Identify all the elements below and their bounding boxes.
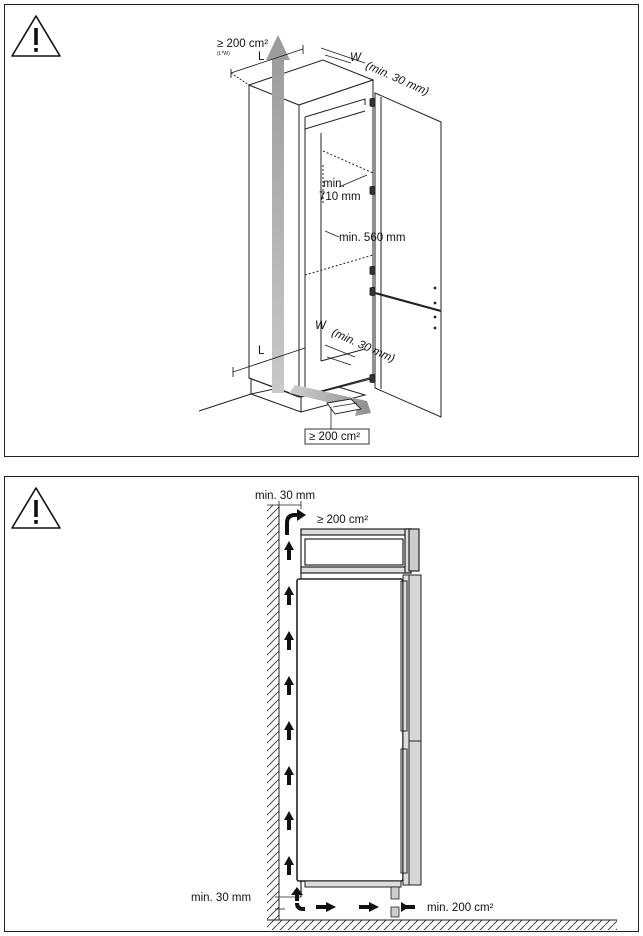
ventilation-bottom-label: ≥ 200 cm² [309,431,360,443]
gap-top-label: min. 30 mm [255,490,315,502]
warning-triangle-icon [11,15,61,57]
vent-bottom-label: min. 200 cm² [427,902,494,914]
appliance-body [296,574,422,918]
ventilation-section-panel: min. 30 mm ≥ 200 cm² min. 30 mm min. 200… [4,476,639,932]
airflow-up-arrows [284,541,294,875]
length-label-top: L [258,51,265,63]
depth-label-1: min. [323,178,345,190]
floor-line [198,393,252,412]
airflow-up-arrow [266,35,290,393]
width-label-bottom: W [315,320,327,332]
rear-wall-hatching [267,505,280,920]
bottom-dimension-lines [232,344,356,377]
airflow-inlet-arrow [289,385,371,416]
width-inner-label: min. 560 mm [339,232,405,244]
cabinet-perspective-drawing: ≥ 200 cm² (L*W) L W (min. 30 mm) min. 71… [11,15,442,445]
warning-triangle-icon [11,487,61,529]
installation-perspective-panel: ≥ 200 cm² (L*W) L W (min. 30 mm) min. 71… [4,4,639,457]
depth-label-2: 710 mm [319,191,361,203]
ventilation-section-drawing: min. 30 mm ≥ 200 cm² min. 30 mm min. 200… [11,487,617,930]
ventilation-top-formula: (L*W) [217,51,230,57]
airflow-outlet-arrow [285,509,306,535]
housing-cabinet [300,528,420,897]
open-door [374,92,442,418]
vent-bottom-box [304,428,370,445]
top-dimension-lines [230,45,366,86]
width-label-top: W [350,52,362,64]
vent-top-label: ≥ 200 cm² [317,514,368,526]
floor-hatching [267,919,617,930]
leader-lines [324,174,368,238]
length-label-bottom: L [258,345,265,357]
ventilation-top-label: ≥ 200 cm² [217,38,268,50]
airflow-inlet-arrows [291,887,415,912]
gap-dimension-marks [267,501,302,910]
gap-bottom-label: min. 30 mm [191,892,251,904]
width-min-top: (min. 30 mm) [364,60,431,99]
